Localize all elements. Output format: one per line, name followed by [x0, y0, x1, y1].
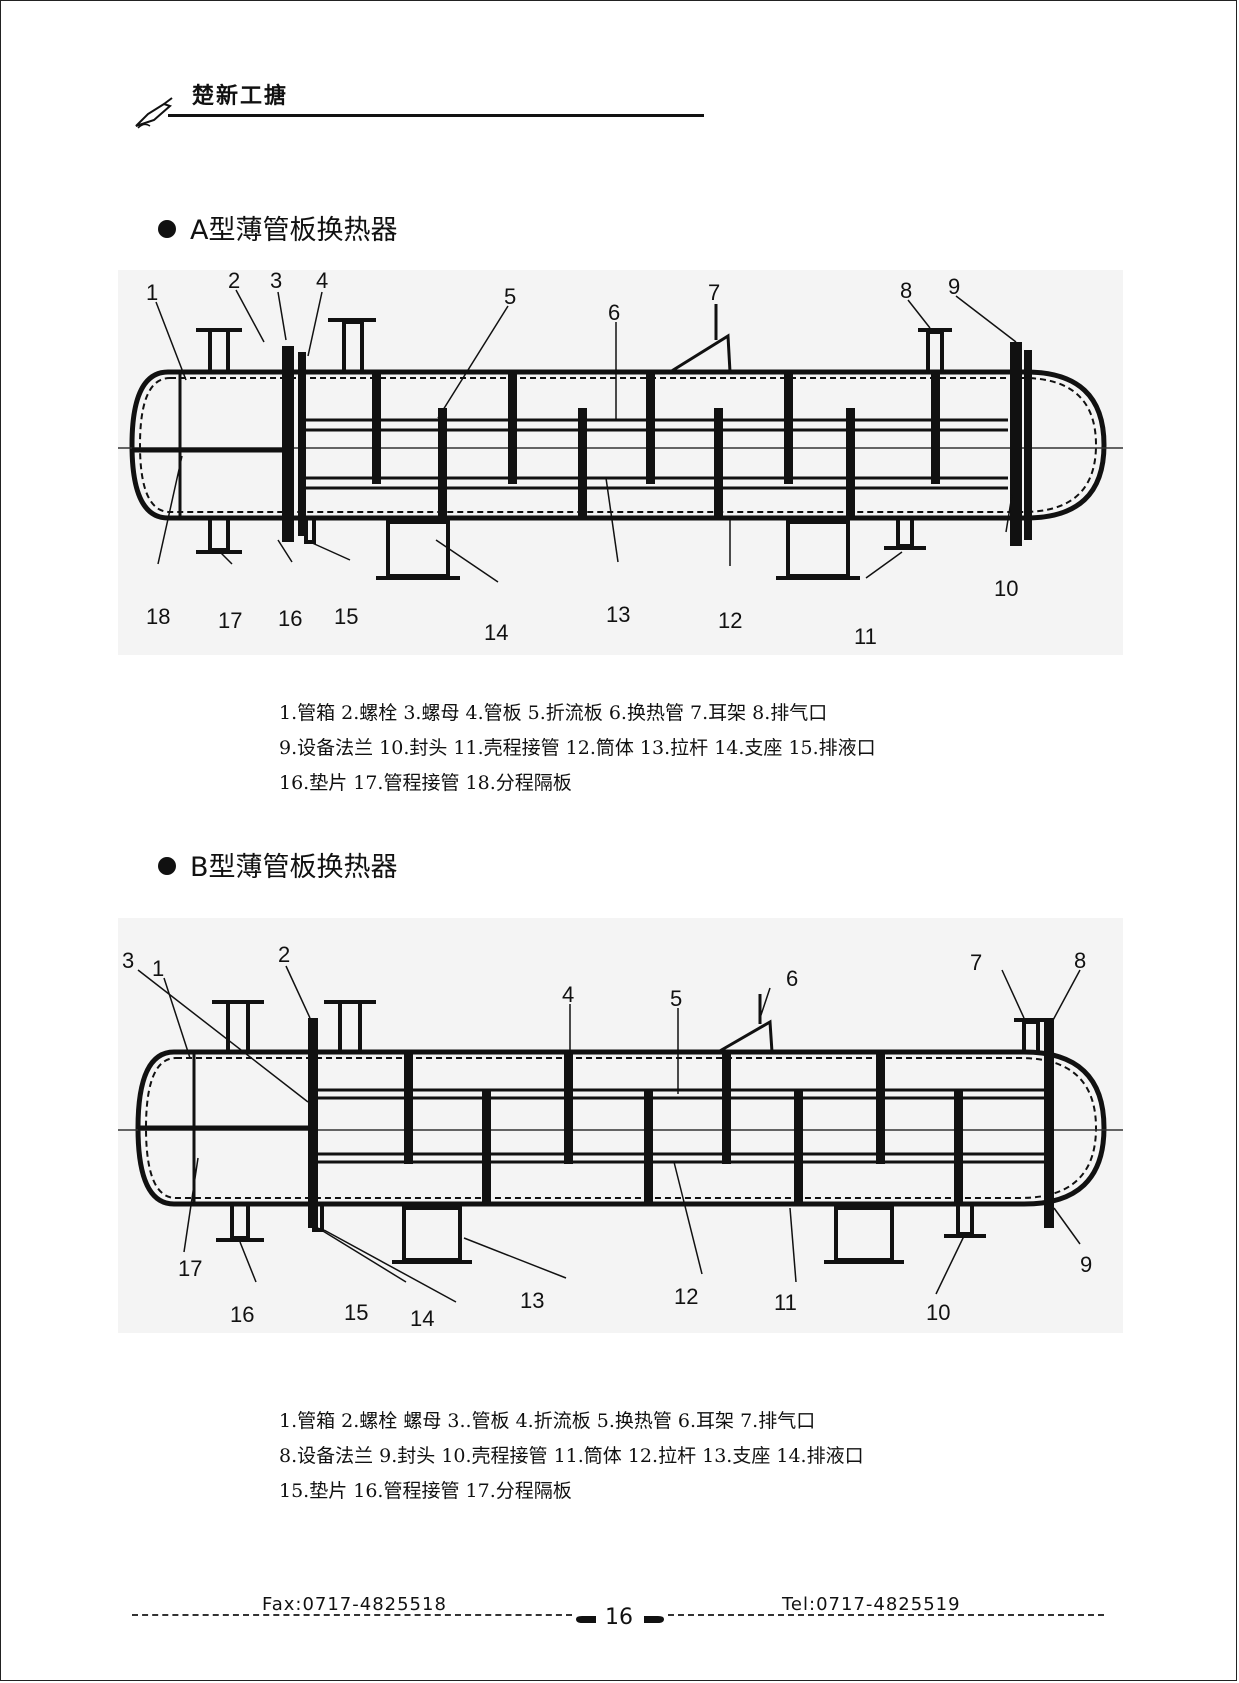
- section-a-title: A型薄管板换热器: [158, 208, 397, 247]
- pointing-hand-left-icon: [576, 1616, 596, 1623]
- pointing-hand-right-icon: [644, 1616, 664, 1623]
- legend-b: 1.管箱 2.螺栓 螺母 3..管板 4.折流板 5.换热管 6.耳架 7.排气…: [279, 1404, 864, 1509]
- label-b-8: 8: [1074, 948, 1086, 973]
- label-a-8: 8: [900, 278, 912, 303]
- header-rule: [168, 114, 704, 117]
- label-a-7: 7: [708, 280, 720, 305]
- label-a-12: 12: [718, 608, 742, 633]
- legend-a-line-3: 16.垫片 17.管程接管 18.分程隔板: [279, 772, 572, 794]
- footer-divider-left: [132, 1614, 572, 1616]
- label-a-2: 2: [228, 270, 240, 293]
- label-a-1: 1: [146, 280, 158, 305]
- label-b-9: 9: [1080, 1252, 1092, 1277]
- label-a-14: 14: [484, 620, 508, 645]
- label-b-13: 13: [520, 1288, 544, 1313]
- legend-b-line-2: 8.设备法兰 9.封头 10.壳程接管 11.筒体 12.拉杆 13.支座 14…: [279, 1445, 864, 1467]
- label-b-14: 14: [410, 1306, 434, 1331]
- label-a-13: 13: [606, 602, 630, 627]
- label-a-17: 17: [218, 608, 242, 633]
- label-b-7: 7: [970, 950, 982, 975]
- label-a-3: 3: [270, 270, 282, 293]
- label-b-4: 4: [562, 982, 574, 1007]
- label-a-9: 9: [948, 274, 960, 299]
- label-a-5: 5: [504, 284, 516, 309]
- section-b-title: B型薄管板换热器: [158, 845, 398, 884]
- footer-divider-right: [668, 1614, 1104, 1616]
- page-number: 16: [605, 1605, 633, 1630]
- label-b-2: 2: [278, 942, 290, 967]
- label-a-6: 6: [608, 300, 620, 325]
- label-b-5: 5: [670, 986, 682, 1011]
- diagram-b: 1 2 3 4 5 6 7 8 9 10 11 12 13 14 15 16 1…: [118, 918, 1123, 1333]
- legend-a: 1.管箱 2.螺栓 3.螺母 4.管板 5.折流板 6.换热管 7.耳架 8.排…: [279, 696, 876, 801]
- footer-tel: Tel:0717-4825519: [782, 1594, 961, 1615]
- legend-a-line-1: 1.管箱 2.螺栓 3.螺母 4.管板 5.折流板 6.换热管 7.耳架 8.排…: [279, 702, 828, 724]
- label-b-15: 15: [344, 1300, 368, 1325]
- label-b-1: 1: [152, 956, 164, 981]
- label-a-15: 15: [334, 604, 358, 629]
- brand-name: 楚新工搪: [192, 84, 289, 109]
- pen-hand-icon: [135, 97, 173, 129]
- label-a-18: 18: [146, 604, 170, 629]
- label-a-10: 10: [994, 576, 1018, 601]
- footer-fax: Fax:0717-4825518: [262, 1594, 447, 1615]
- label-a-4: 4: [316, 270, 328, 293]
- label-b-11: 11: [774, 1290, 797, 1315]
- legend-b-line-1: 1.管箱 2.螺栓 螺母 3..管板 4.折流板 5.换热管 6.耳架 7.排气…: [279, 1410, 816, 1432]
- label-b-17: 17: [178, 1256, 202, 1281]
- label-a-11: 11: [854, 624, 877, 649]
- label-b-6: 6: [786, 966, 798, 991]
- label-b-3: 3: [122, 948, 134, 973]
- label-b-16: 16: [230, 1302, 254, 1327]
- label-a-16: 16: [278, 606, 302, 631]
- diagram-a: 1 2 3 4 5 6 7 8 9 10 11 12 13 14 15 16 1…: [118, 270, 1123, 655]
- legend-a-line-2: 9.设备法兰 10.封头 11.壳程接管 12.筒体 13.拉杆 14.支座 1…: [279, 737, 876, 759]
- label-b-10: 10: [926, 1300, 950, 1325]
- bullet-icon: [158, 220, 176, 238]
- legend-b-line-3: 15.垫片 16.管程接管 17.分程隔板: [279, 1480, 572, 1502]
- label-b-12: 12: [674, 1284, 698, 1309]
- bullet-icon: [158, 857, 176, 875]
